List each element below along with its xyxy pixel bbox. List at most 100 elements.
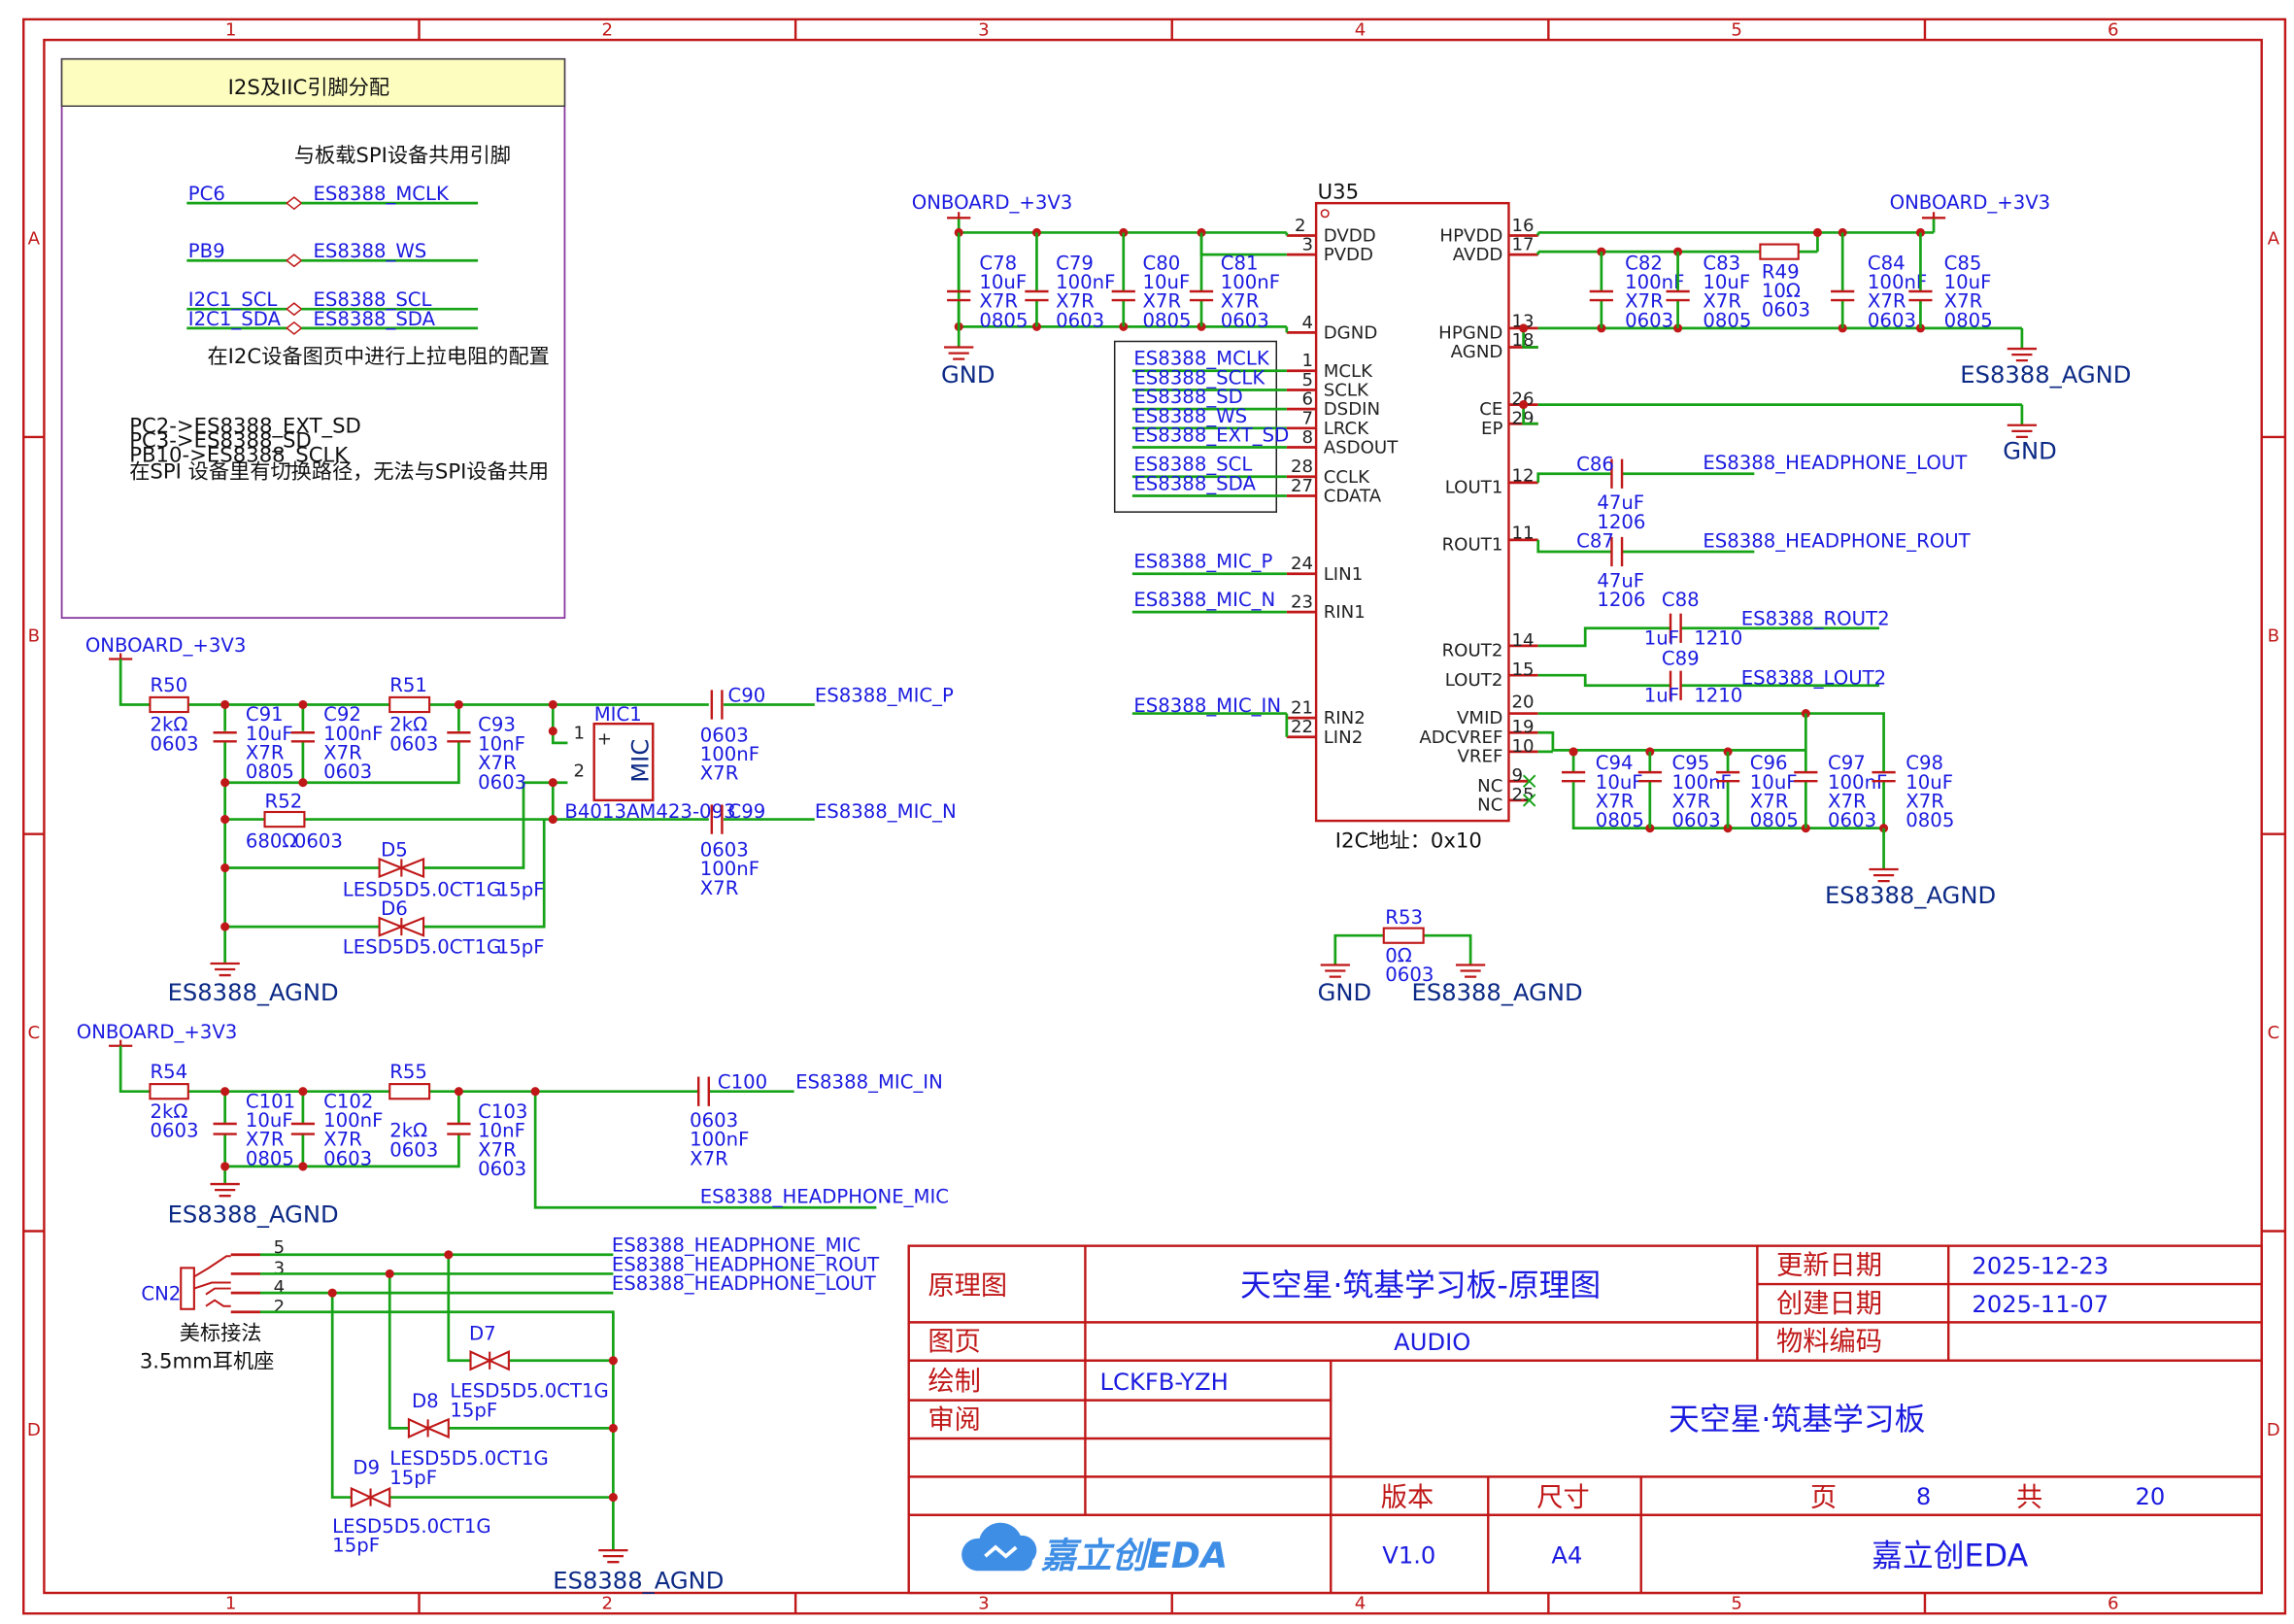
schematic-label: 0603	[1762, 299, 1810, 321]
col-5-top: 5	[1731, 20, 1742, 41]
u35-pin-name: VMID	[1457, 708, 1502, 728]
mic1[interactable]: MIC MIC1 B4013AM423-093 1 2 +	[564, 703, 735, 823]
row-b-left: B	[28, 626, 40, 646]
schematic-label: 0603	[323, 761, 372, 783]
net-label: ES8388_EXT_SD	[1133, 423, 1289, 446]
tb-draw-key: 绘制	[928, 1367, 981, 1397]
schematic-label: 0805	[979, 309, 1028, 331]
power-label: ONBOARD_+3V3	[85, 634, 247, 657]
schematic-label: C101	[246, 1090, 295, 1112]
u35-pin-name: NC	[1477, 776, 1502, 796]
u35-i2c-addr: I2C地址：0x10	[1335, 828, 1482, 852]
u35-pin-name: RIN2	[1324, 708, 1366, 728]
res-r55[interactable]: R55 2kΩ	[388, 1061, 431, 1142]
tb-ver-key: 版本	[1381, 1483, 1434, 1513]
schematic-label: R55	[389, 1061, 427, 1083]
u35-pin-name: VREF	[1457, 747, 1502, 767]
cap-c86[interactable]: C86 47uF 1206 ES8388_HEADPHONE_LOUT	[1536, 452, 1968, 533]
schematic-label: X7R	[979, 290, 1018, 313]
note-pin-net: ES8388_MCLK	[314, 183, 450, 205]
net-label: ES8388_WS	[1133, 405, 1247, 427]
schematic-label: 100nF	[700, 858, 759, 880]
schematic-label: C83	[1703, 252, 1740, 274]
schematic-label: 100nF	[323, 723, 383, 745]
schematic-label: X7R	[1828, 790, 1867, 812]
vref-decoupling: ES8388_AGND	[1537, 709, 1996, 909]
cap-c87[interactable]: C87 47uF 1206 ES8388_HEADPHONE_ROUT	[1536, 529, 1972, 611]
title-block: 原理图 天空星·筑基学习板-原理图 更新日期 2025-12-23 创建日期 2…	[907, 1244, 2263, 1595]
u35-pin-name: CE	[1479, 399, 1502, 420]
schematic-label: 10Ω	[1762, 280, 1801, 302]
schematic-label: MIC	[627, 739, 655, 783]
headphone-jack-cn2[interactable]: CN2 美标接法 3.5mm耳机座 5 3 4 2 ES8388_AGND ES…	[140, 1235, 880, 1595]
col-6-bottom: 6	[2108, 1594, 2119, 1614]
schematic-label: C78	[979, 252, 1017, 274]
schematic-label: 2	[574, 761, 586, 782]
schematic-label: 1uF	[1644, 684, 1679, 706]
schematic-label: 100nF	[1056, 271, 1115, 293]
schematic-label: 2kΩ	[389, 1120, 427, 1142]
u35-pin-name: DSDIN	[1324, 399, 1380, 420]
u35-pin-num: 9	[1511, 765, 1523, 786]
cap-c88[interactable]: C88 1uF 1210 ES8388_ROUT2	[1537, 589, 1890, 649]
schematic-label: LESD5D5.0CT1G	[389, 1447, 548, 1470]
note-pin-mcu: PC6	[188, 183, 225, 205]
schematic-label: 10nF	[478, 1120, 525, 1142]
u35-pin-num: 13	[1511, 311, 1534, 331]
u35-ref: U35	[1318, 180, 1359, 204]
cap-c89[interactable]: C89 1uF 1210 ES8388_LOUT2	[1537, 648, 1886, 707]
note-line: PC2->ES8388_EXT_SD	[129, 413, 361, 437]
gnd-label: GND	[1318, 979, 1372, 1006]
net-label: ES8388_HEADPHONE_ROUT	[1703, 529, 1971, 552]
schematic-label: 2	[274, 1297, 286, 1317]
schematic-label: 15pF	[497, 935, 545, 958]
schematic-label: 100nF	[700, 743, 759, 765]
res-r53[interactable]: R53 0Ω 0603 GND ES8388_AGND	[1318, 906, 1583, 1006]
schematic-label: +	[597, 728, 612, 749]
schematic-label: X7R	[1944, 290, 1983, 313]
schematic-label: C97	[1828, 752, 1866, 774]
schematic-label: X7R	[246, 1129, 285, 1151]
u35-pin-name: CDATA	[1324, 487, 1382, 507]
hp-mic-bias: ONBOARD_+3V3 ES8388_AGND ES8388_MIC_IN E…	[77, 1021, 949, 1228]
u35-pin-num: 26	[1511, 389, 1534, 410]
net-label: ES8388_MIC_N	[815, 800, 957, 823]
net-label: ES8388_MIC_IN	[795, 1071, 943, 1094]
schematic-label: C81	[1221, 252, 1259, 274]
u35-pin-num: 3	[1302, 235, 1314, 255]
r49-ref: R49	[1762, 260, 1800, 283]
u35-pin-name: AVDD	[1453, 245, 1503, 265]
